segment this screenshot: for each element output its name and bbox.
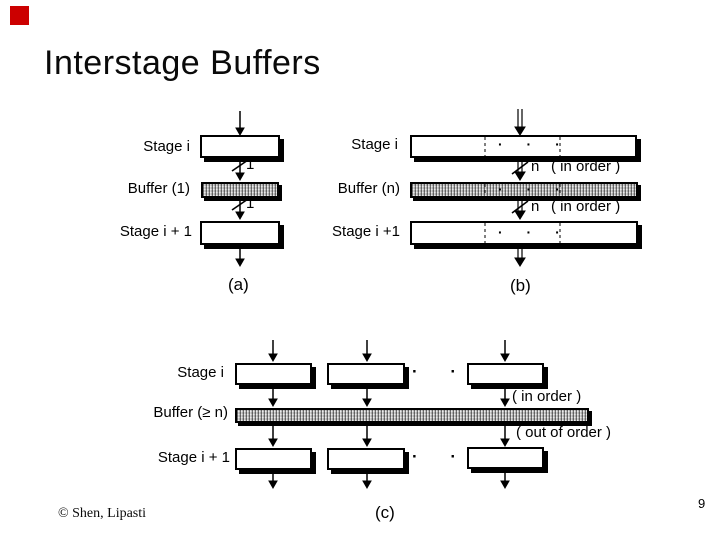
stage-i1-label-a: Stage i + 1 [119,223,192,240]
arrows-c-buffer-to-stage [268,424,510,448]
in-order-label-c: ( in order ) [512,388,582,405]
page-number: 9 [698,496,706,511]
copyright-footer: © Shen, Lipasti [58,506,147,521]
arrow-a-into-stage-i [235,111,245,137]
stage-i-box3-c [467,363,544,385]
buffer-label-b: Buffer (n) [337,180,400,197]
slash-b-bottom [511,200,529,214]
buffer-bar-b [410,182,638,198]
in-order-bottom-b: ( in order ) [551,198,621,215]
buffer-bar-a [201,182,279,198]
stage-i1-box-a [200,221,280,245]
red-corner-mark [10,6,29,25]
bandwidth-1-bottom: 1 [246,195,255,212]
caption-a: (a) [228,275,249,294]
ellipsis-box-bottom-b: · · · [498,224,570,240]
stage-i-box-a [200,135,280,158]
stage-i-label-a: Stage i [143,138,190,155]
slash-b-top [511,161,529,175]
arrows-c-into-stage-i [268,340,510,363]
buffer-bar-c [235,408,589,423]
out-of-order-label-c: ( out of order ) [516,424,612,441]
stage-i-label-c: Stage i [177,364,224,381]
caption-c: (c) [375,503,395,522]
stage-i-box-b [410,135,637,158]
bandwidth-n-top: n [531,158,540,175]
buffer-label-c: Buffer (≥ n) [153,404,228,421]
caption-b: (b) [510,276,531,295]
stage-i1-box1-c [235,448,312,470]
stage-i1-label-c: Stage i + 1 [157,449,230,466]
stage-i1-label-b: Stage i +1 [332,223,400,240]
arrows-c-stage-to-buffer [268,386,510,408]
ellipsis-box-top-b: · · · [498,136,570,152]
bandwidth-1-top: 1 [246,156,255,173]
arrow-b-out-of-stage [514,246,526,267]
in-order-top-b: ( in order ) [551,158,621,175]
bandwidth-n-bottom: n [531,198,540,215]
slide-title: Interstage Buffers [44,44,321,82]
stage-i1-box-b [410,221,638,245]
buffer-label-a: Buffer (1) [127,180,190,197]
arrow-b-stage-to-buffer [511,159,529,181]
ellipsis-buffer-b: · · · [498,181,570,197]
stage-i-box1-c [235,363,312,385]
stage-i-box2-c [327,363,405,385]
arrow-a-out-of-stage [235,246,245,268]
arrow-b-into-stage-i [514,109,526,136]
arrows-c-out-of-stage [268,471,510,490]
stage-i1-box2-c [327,448,405,470]
stage-i1-box3-c [467,447,544,469]
stage-i-label-b: Stage i [351,136,398,153]
arrow-b-buffer-to-stage [511,199,529,220]
